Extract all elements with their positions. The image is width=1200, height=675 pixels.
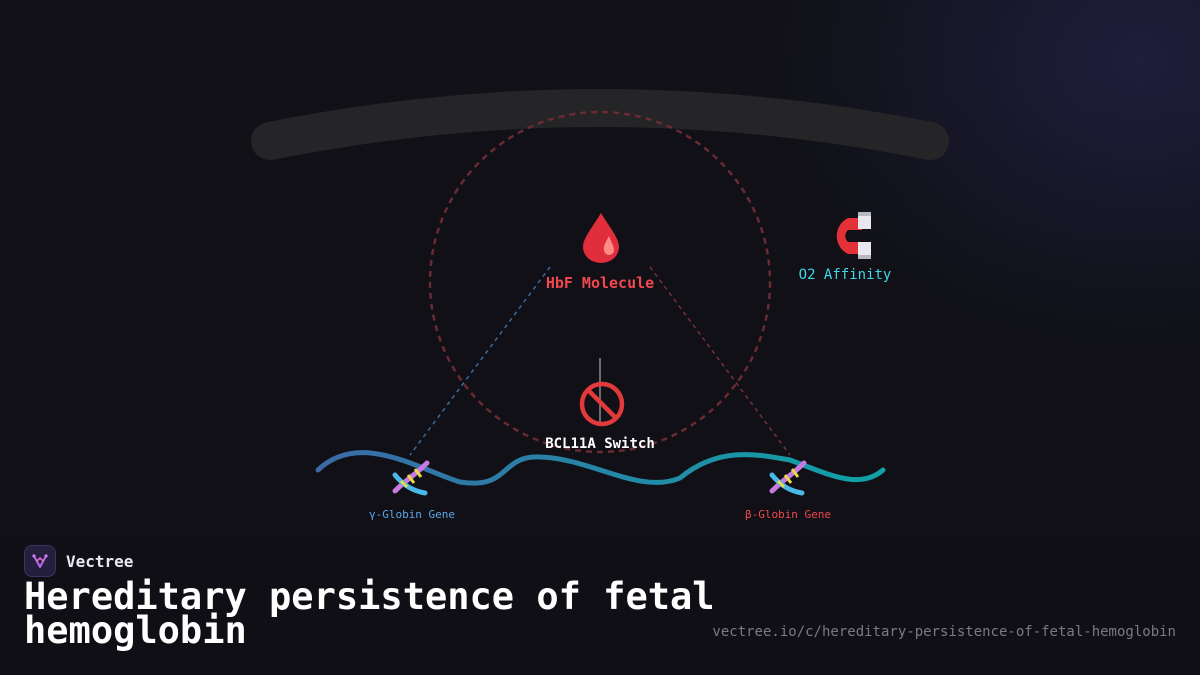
connector-gamma xyxy=(409,266,551,456)
magnet-icon xyxy=(836,212,871,259)
brand-name: Vectree xyxy=(66,551,134,571)
page-title: Hereditary persistence of fetal hemoglob… xyxy=(24,575,715,652)
brand[interactable]: Vectree xyxy=(24,544,133,578)
beta-dna-icon xyxy=(769,460,807,496)
dna-strand xyxy=(315,450,886,486)
page-url[interactable]: vectree.io/c/hereditary-persistence-of-f… xyxy=(712,624,1176,640)
top-arc xyxy=(251,89,949,160)
dashed-circle xyxy=(428,110,772,454)
o2-affinity-label: O2 Affinity xyxy=(799,267,892,283)
beta-globin-label: β-Globin Gene xyxy=(745,508,831,521)
bcl11a-label: BCL11A Switch xyxy=(545,436,655,452)
vectree-logo-icon xyxy=(24,545,56,577)
gamma-dna-icon xyxy=(392,460,430,496)
connector-beta xyxy=(649,266,791,456)
prohibited-icon xyxy=(579,381,625,427)
blood-drop-icon xyxy=(583,213,619,263)
gamma-globin-label: γ-Globin Gene xyxy=(369,508,455,521)
hbf-label: HbF Molecule xyxy=(546,274,654,292)
